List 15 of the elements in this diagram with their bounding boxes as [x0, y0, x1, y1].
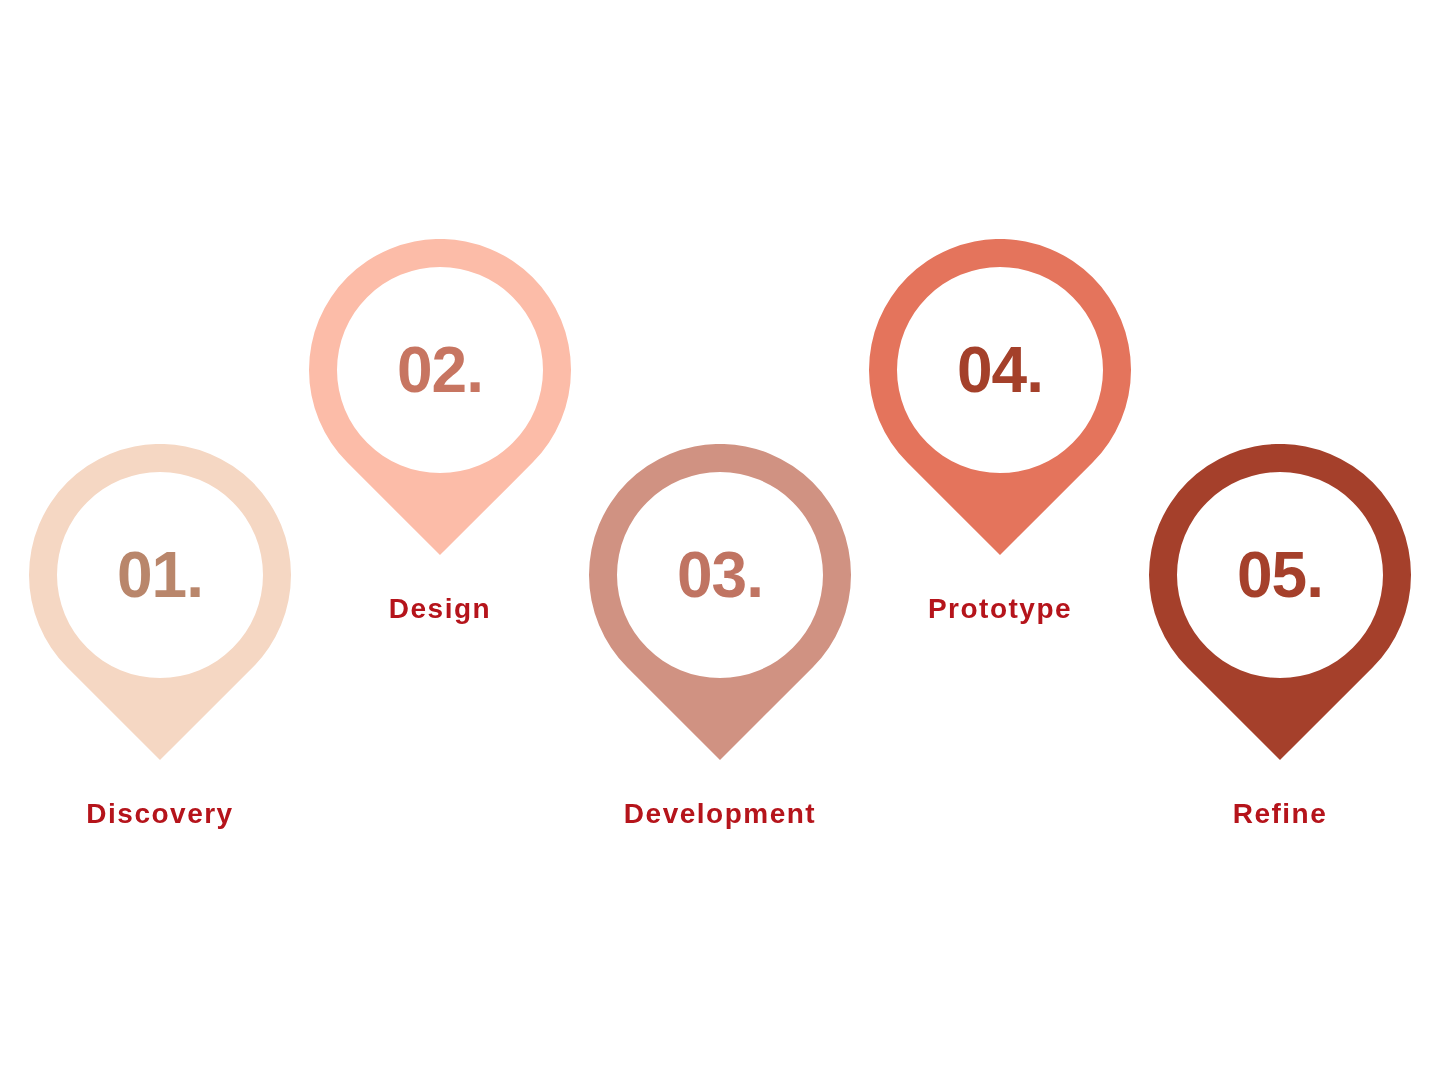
step-label: Design	[388, 593, 492, 625]
step-number: 02.	[397, 333, 483, 407]
map-pin	[1149, 444, 1411, 762]
step-label: Prototype	[927, 593, 1073, 625]
step-label: Development	[623, 798, 817, 830]
step-number: 03.	[677, 538, 763, 612]
map-pin	[309, 239, 571, 557]
map-pin	[589, 444, 851, 762]
step-number: 04.	[957, 333, 1043, 407]
step-label: Discovery	[86, 798, 234, 830]
step-number: 01.	[117, 538, 203, 612]
map-pin	[869, 239, 1131, 557]
step-number: 05.	[1237, 538, 1323, 612]
step-label: Refine	[1232, 798, 1328, 830]
map-pin	[29, 444, 291, 762]
